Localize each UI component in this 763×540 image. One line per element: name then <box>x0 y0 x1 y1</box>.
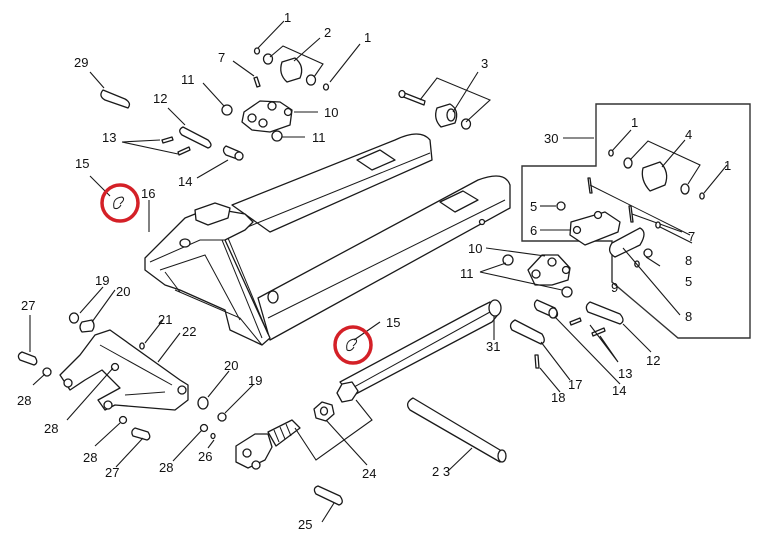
callout-30: 30 <box>544 131 558 146</box>
callout-31: 31 <box>486 339 500 354</box>
parts-top-left <box>100 47 330 161</box>
callout-7: 7 <box>218 50 225 65</box>
callout-17: 17 <box>568 377 582 392</box>
callout-28: 28 <box>17 393 31 408</box>
callout-28: 28 <box>83 450 97 465</box>
highlight-circle-part-15-center <box>333 325 373 365</box>
callout-23: 2 3 <box>432 464 450 479</box>
callout-6: 6 <box>530 223 537 238</box>
callout-11: 11 <box>460 266 474 281</box>
callout-8: 8 <box>685 253 692 268</box>
callout-15: 15 <box>75 156 89 171</box>
callout-9: 9 <box>611 280 618 295</box>
callout-16: 16 <box>141 186 155 201</box>
callout-27: 27 <box>105 465 119 480</box>
part-15-clip-left <box>113 196 125 210</box>
highlight-circle-part-15-left <box>100 183 140 223</box>
group-box-30 <box>521 103 751 339</box>
callout-15: 15 <box>386 315 400 330</box>
callout-14: 14 <box>178 174 192 189</box>
part-15-clip-center <box>346 338 358 352</box>
callout-12: 12 <box>153 91 167 106</box>
callout-28: 28 <box>159 460 173 475</box>
leader-lines <box>29 20 728 523</box>
callout-13: 13 <box>102 130 116 145</box>
callout-27: 27 <box>21 298 35 313</box>
callout-10: 10 <box>468 241 482 256</box>
callout-29: 29 <box>74 55 88 70</box>
callout-20: 20 <box>116 284 130 299</box>
callout-11: 11 <box>312 130 326 145</box>
callout-25: 25 <box>298 517 312 532</box>
callout-18: 18 <box>551 390 565 405</box>
callout-13: 13 <box>618 366 632 381</box>
callout-labels: 1 2 1 29 7 11 12 10 13 11 14 15 16 3 30 … <box>17 10 731 532</box>
callout-5: 5 <box>685 274 692 289</box>
pallet-truck-frame <box>144 133 511 346</box>
callout-1: 1 <box>284 10 291 25</box>
callout-5: 5 <box>530 199 537 214</box>
callout-12: 12 <box>646 353 660 368</box>
callout-22: 22 <box>182 324 196 339</box>
callout-1: 1 <box>724 158 731 173</box>
callout-28: 28 <box>44 421 58 436</box>
callout-26: 26 <box>198 449 212 464</box>
parts-right-middle <box>336 254 624 463</box>
callout-19: 19 <box>248 373 262 388</box>
callout-4: 4 <box>685 127 692 142</box>
callout-8: 8 <box>685 309 692 324</box>
callout-2: 2 <box>324 25 331 40</box>
callout-19: 19 <box>95 273 109 288</box>
part-3-assembly <box>398 89 472 130</box>
callout-14: 14 <box>612 383 626 398</box>
callout-7: 7 <box>688 229 695 244</box>
part-30-assembly <box>521 103 751 339</box>
callout-3: 3 <box>481 56 488 71</box>
callout-24: 24 <box>362 466 376 481</box>
callout-20: 20 <box>224 358 238 373</box>
callout-21: 21 <box>158 312 172 327</box>
callout-1: 1 <box>631 115 638 130</box>
callout-1: 1 <box>364 30 371 45</box>
callout-11: 11 <box>181 72 195 87</box>
parts-lower-left <box>17 312 343 506</box>
callout-10: 10 <box>324 105 338 120</box>
